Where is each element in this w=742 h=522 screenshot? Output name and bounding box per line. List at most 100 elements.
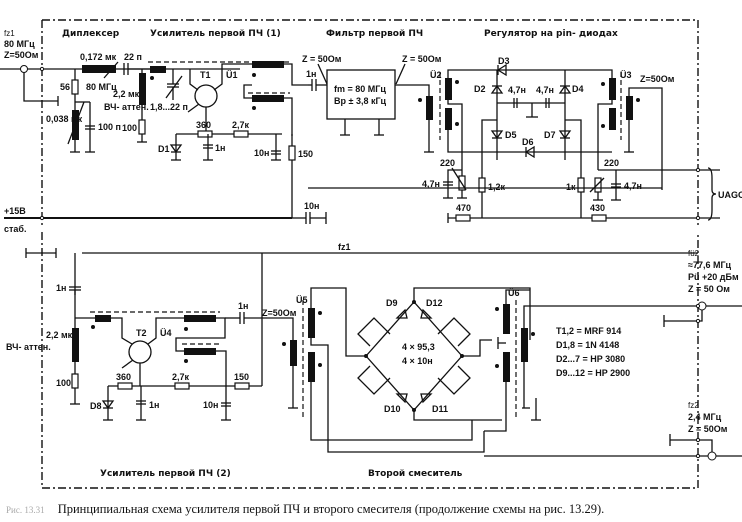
component-label: Ü4 [160, 328, 172, 338]
resistor-icon [71, 79, 79, 95]
fz1-bus: fz1 1н [25, 242, 698, 386]
section-amp2-title: Усилитель первой ПЧ (2) [100, 469, 231, 479]
component-label: D11 [432, 404, 448, 414]
input-port-freq: 80 МГц [4, 39, 35, 49]
component-label: 0,172 мк [80, 52, 117, 62]
parts-list-item: D9...12 = HP 2900 [556, 368, 630, 378]
component-label: Ü6 [508, 288, 520, 298]
component-label: D1 [158, 144, 170, 154]
component-label: 4,7н [536, 85, 554, 95]
component-label: 10н [254, 148, 269, 158]
lo-port: fü2 ≈77,6 МГц Pü +20 дБм Z = 50 Ом [663, 249, 742, 327]
input-port-name: fz1 [4, 29, 15, 38]
component-label: 10н [203, 400, 218, 410]
parts-list: T1,2 = MRF 914 D1,8 = 1N 4148 D2...7 = H… [556, 326, 630, 378]
component-label: 2,7к [172, 372, 190, 382]
component-label: fz2 [688, 401, 699, 410]
parts-list-item: D1,8 = 1N 4148 [556, 340, 619, 350]
parts-list-item: D2...7 = HP 3080 [556, 354, 625, 364]
component-label: 150 [298, 149, 313, 159]
input-port: fz1 80 МГц Z=50Ом [0, 29, 150, 106]
diode-icon [420, 308, 433, 319]
component-label: Ü1 [226, 70, 238, 80]
parts-list-item: T1,2 = MRF 914 [556, 326, 621, 336]
component-label: 360 [196, 120, 211, 130]
component-label: 1н [215, 143, 225, 153]
component-label: 4,7н [508, 85, 526, 95]
section-filter-title: Фильтр первой ПЧ [326, 29, 423, 39]
component-label: D8 [90, 401, 102, 411]
component-label: 100 п [98, 122, 121, 132]
component-label: T1 [200, 70, 211, 80]
component-label: 430 [590, 203, 605, 213]
component-label: ≈77,6 МГц [688, 260, 732, 270]
component-label: D12 [426, 298, 443, 308]
section-diplexer-title: Диплексер [62, 29, 120, 39]
transistor-icon [128, 340, 152, 364]
figure-caption-text: Принципиальная схема усилителя первой ПЧ… [57, 502, 605, 516]
pin-diode-regulator: Ü2 D3 D2 D4 4,7н 4,7н D5 D7 [308, 56, 742, 223]
frame-bottom [41, 232, 699, 489]
component-label: D2 [474, 84, 486, 94]
agc-label: UAGC [718, 190, 742, 200]
component-label: 4 × 10н [402, 356, 433, 366]
if-filter: 1н fm = 80 МГц Bp ± 3,8 кГц Z = 50Ом Z =… [302, 54, 442, 136]
component-label: 22 п [124, 52, 142, 62]
component-label: 1н [306, 69, 316, 79]
component-label: +15В [4, 206, 26, 216]
component-label: 2,7к [232, 120, 250, 130]
component-label: D10 [384, 404, 401, 414]
component-label: Z=50Ом [262, 308, 297, 318]
connector-icon [20, 65, 28, 73]
section-amp1-title: Усилитель первой ПЧ (1) [150, 29, 281, 39]
component-label: 220 [604, 158, 619, 168]
frame-top [41, 19, 699, 228]
component-label: fü2 [688, 249, 700, 258]
diode-icon [395, 308, 408, 319]
component-label: fz1 [338, 242, 351, 252]
diode-icon [395, 393, 408, 404]
component-label: 1к [566, 182, 576, 192]
component-label: D4 [572, 84, 584, 94]
component-label: T2 [136, 328, 147, 338]
component-label: 2,4 МГц [688, 412, 722, 422]
component-label: 100 [56, 378, 71, 388]
component-label: D7 [544, 130, 556, 140]
amplifier-1: 2,2 мк ВЧ- аттен. 100 1,8...22 п T1 Ü1 [104, 61, 327, 224]
component-label: 220 [440, 158, 455, 168]
component-label: 1н [238, 301, 248, 311]
component-label: 10н [304, 201, 319, 211]
component-label: Pü +20 дБм [688, 272, 739, 282]
component-label: 2,2 мк [113, 89, 140, 99]
component-label: 100 [122, 123, 137, 133]
component-label: 0,038 мк [46, 114, 83, 124]
component-label: 1,2к [488, 182, 506, 192]
component-label: D9 [386, 298, 398, 308]
component-label: 150 [234, 372, 249, 382]
diode-icon [420, 393, 433, 404]
component-label: Z = 50Ом [688, 424, 728, 434]
power-rail: +15В стаб. [4, 206, 292, 234]
second-mixer: Ü5 D9 D12 D10 D11 4 × 95,3 4 × 10н Ü6 [282, 287, 698, 453]
component-label: Z = 50Ом [302, 54, 342, 64]
component-label: стаб. [4, 224, 26, 234]
connector-icon [707, 451, 717, 461]
component-label: ВЧ- аттен. [6, 342, 51, 352]
transistor-icon [194, 84, 218, 108]
inductor-icon [82, 65, 116, 73]
diplexer: 0,172 мк 56 80 МГц 0,038 мк 100 п 22 п [46, 52, 142, 153]
component-label: fm = 80 МГц [334, 84, 386, 94]
component-label: 2,2 мк [46, 330, 73, 340]
figure-caption: Рис. 13.31 Принципиальная схема усилител… [0, 502, 742, 517]
component-label: 56 [60, 82, 70, 92]
component-label: 4 × 95,3 [402, 342, 435, 352]
section-mixer-title: Второй смеситель [368, 469, 463, 479]
filter-block [326, 69, 396, 120]
component-label: 4,7н [624, 181, 642, 191]
component-label: 80 МГц [86, 82, 117, 92]
component-label: Bp ± 3,8 кГц [334, 96, 387, 106]
component-label: 360 [116, 372, 131, 382]
component-label: Z = 50Ом [402, 54, 442, 64]
component-label: 1н [56, 283, 66, 293]
figure-number: Рис. 13.31 [6, 505, 45, 515]
